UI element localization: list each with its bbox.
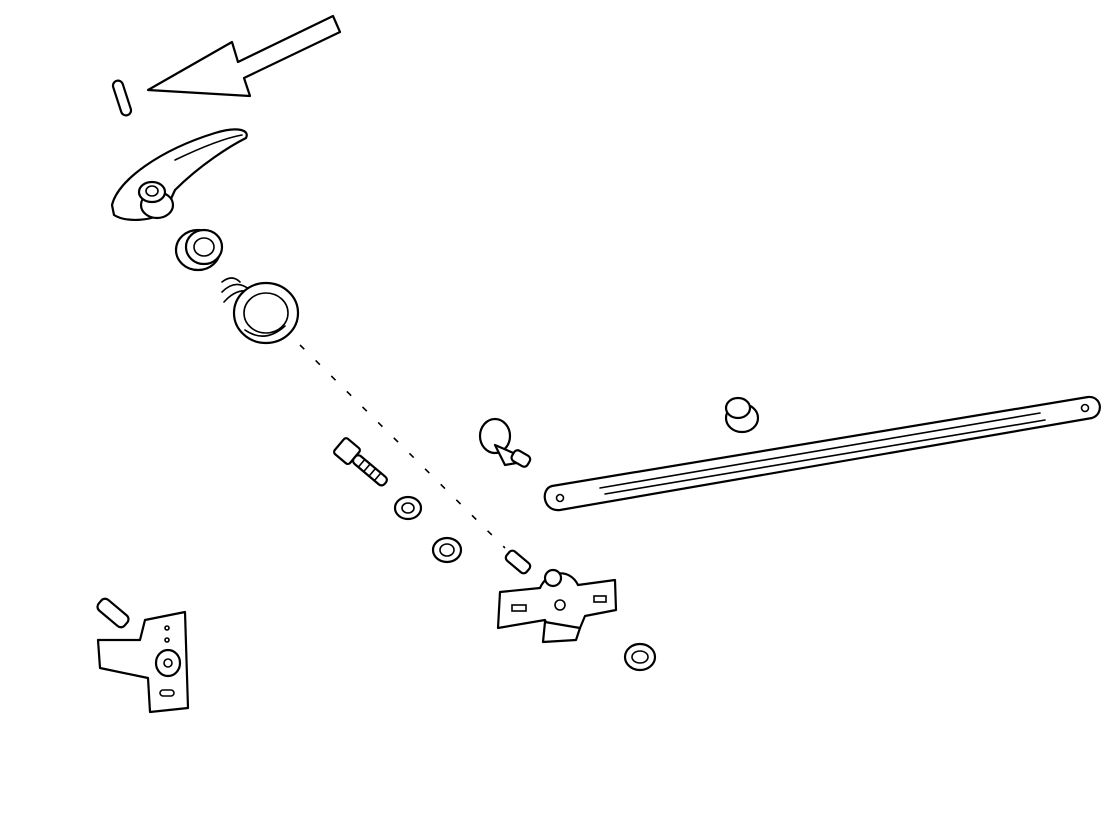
latch-plate [496, 549, 618, 644]
spring [221, 277, 300, 345]
assembly-axis-line [299, 344, 506, 549]
flat-washer [623, 642, 657, 672]
flat-washer [431, 536, 463, 564]
roll-pin [111, 79, 133, 117]
flat-washer [393, 495, 423, 521]
shaft-stud [478, 417, 532, 468]
latch-bracket [96, 597, 190, 714]
screw [333, 437, 388, 487]
indicator-arrow-icon [146, 14, 342, 98]
escutcheon-washer [174, 228, 224, 272]
handle-lever [110, 128, 248, 221]
bushing [724, 396, 760, 434]
connecting-rod [543, 395, 1101, 512]
